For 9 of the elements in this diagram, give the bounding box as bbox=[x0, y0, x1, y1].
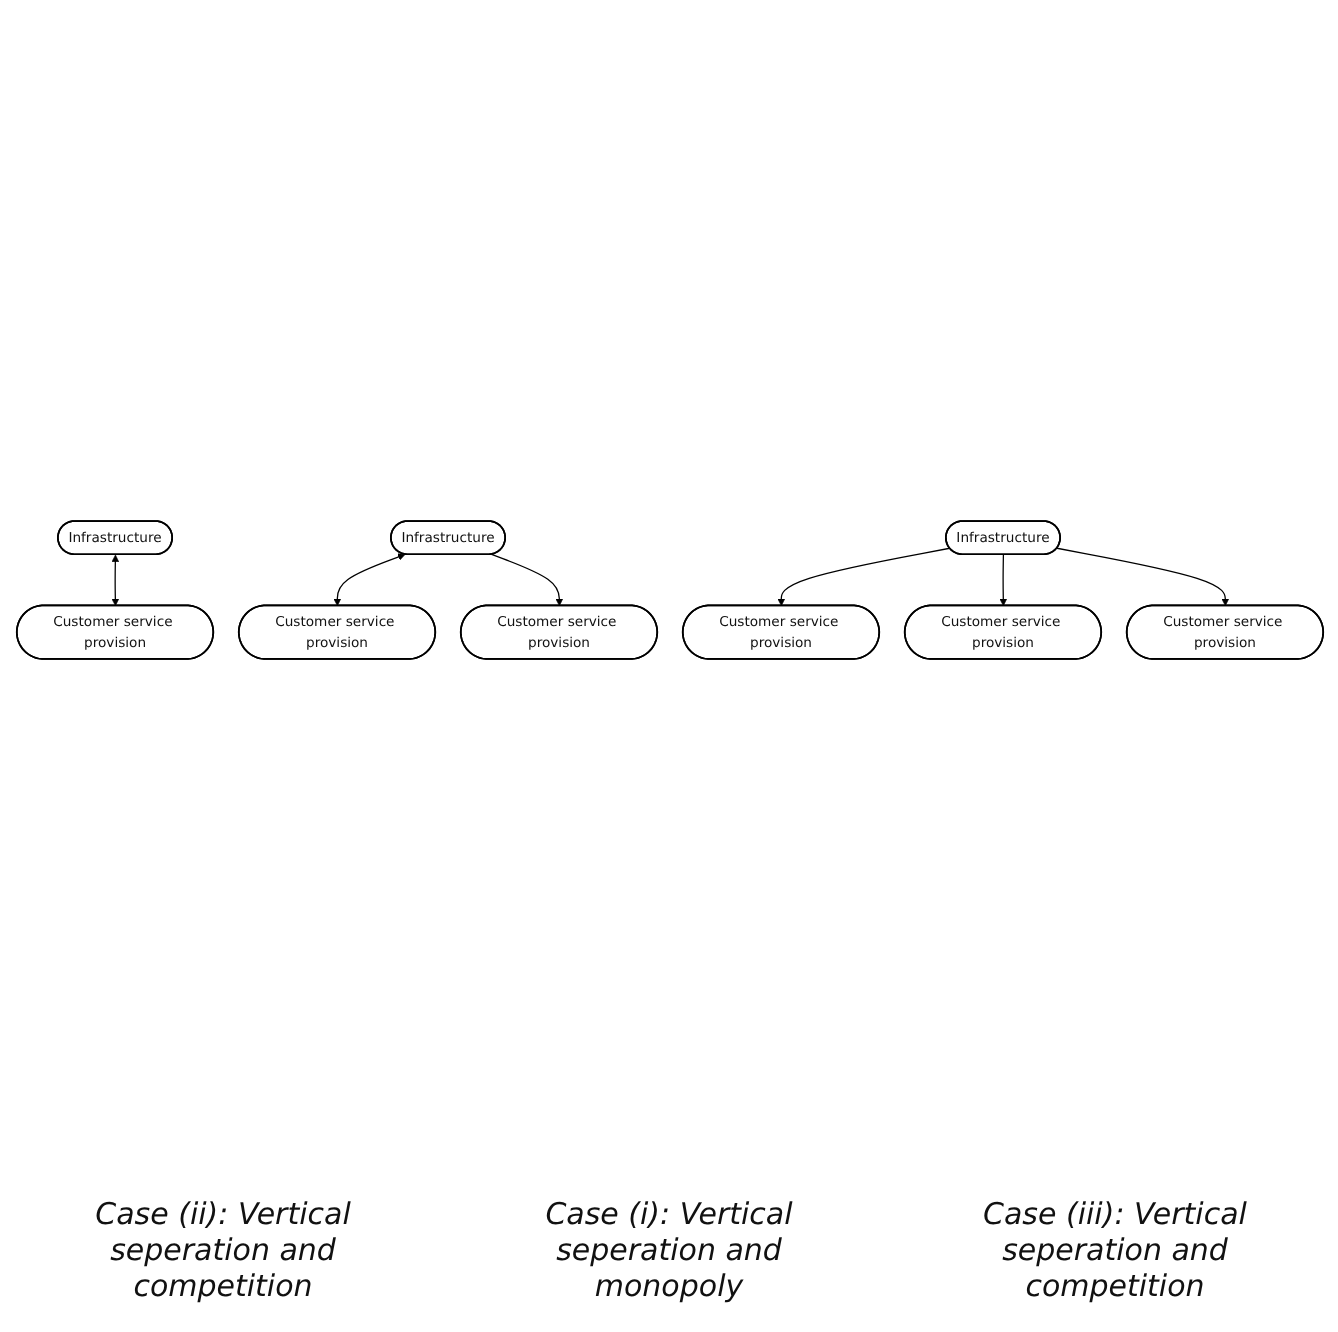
case-note: Case (i): Vertical seperation and monopoly bbox=[543, 1196, 795, 1304]
arrow bbox=[332, 553, 405, 607]
case-note: Case (ii): Vertical seperation and competition bbox=[93, 1196, 353, 1304]
arrow bbox=[110, 554, 119, 607]
arrow bbox=[776, 547, 950, 607]
arrow bbox=[489, 553, 563, 607]
arrow bbox=[1055, 547, 1229, 607]
case-note: Case (iii): Vertical seperation and competition bbox=[981, 1196, 1249, 1304]
arrow bbox=[998, 554, 1007, 607]
